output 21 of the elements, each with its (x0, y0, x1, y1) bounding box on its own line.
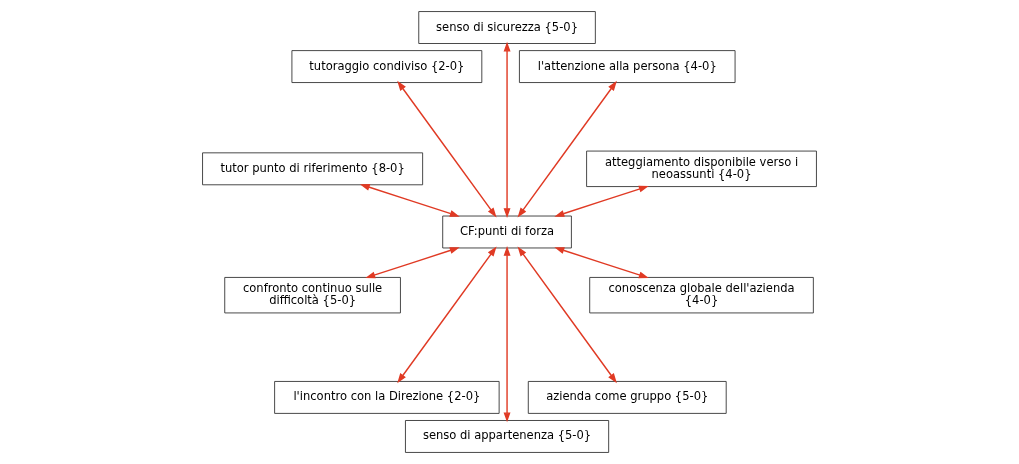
arrow (503, 41, 511, 219)
arrow (365, 247, 460, 279)
arrow (503, 245, 511, 423)
node-box: tutor punto di riferimento {8-0} (202, 152, 424, 186)
node-box: l'incontro con la Direzione {2-0} (274, 381, 500, 414)
node-box: senso di sicurezza {5-0} (418, 11, 596, 44)
node-box: azienda come gruppo {5-0} (527, 381, 727, 414)
node-box: atteggiamento disponibile verso i neoassunti {4-0} (586, 150, 817, 187)
arrow (554, 185, 649, 217)
node-box: l'attenzione alla persona {4-0} (518, 50, 736, 83)
arrow (397, 246, 497, 384)
arrow (554, 247, 649, 279)
node-box: senso di appartenenza {5-0} (405, 420, 610, 453)
node-box: conoscenza globale dell'azienda {4-0} (589, 277, 814, 314)
arrow (517, 246, 617, 384)
arrow (359, 183, 460, 217)
node-box: CF:punti di forza (442, 215, 572, 249)
node-box: confronto continuo sulle difficoltà {5-0} (224, 277, 401, 314)
node-box: tutoraggio condiviso {2-0} (291, 50, 483, 83)
arrow (397, 80, 497, 218)
arrow (517, 80, 617, 218)
